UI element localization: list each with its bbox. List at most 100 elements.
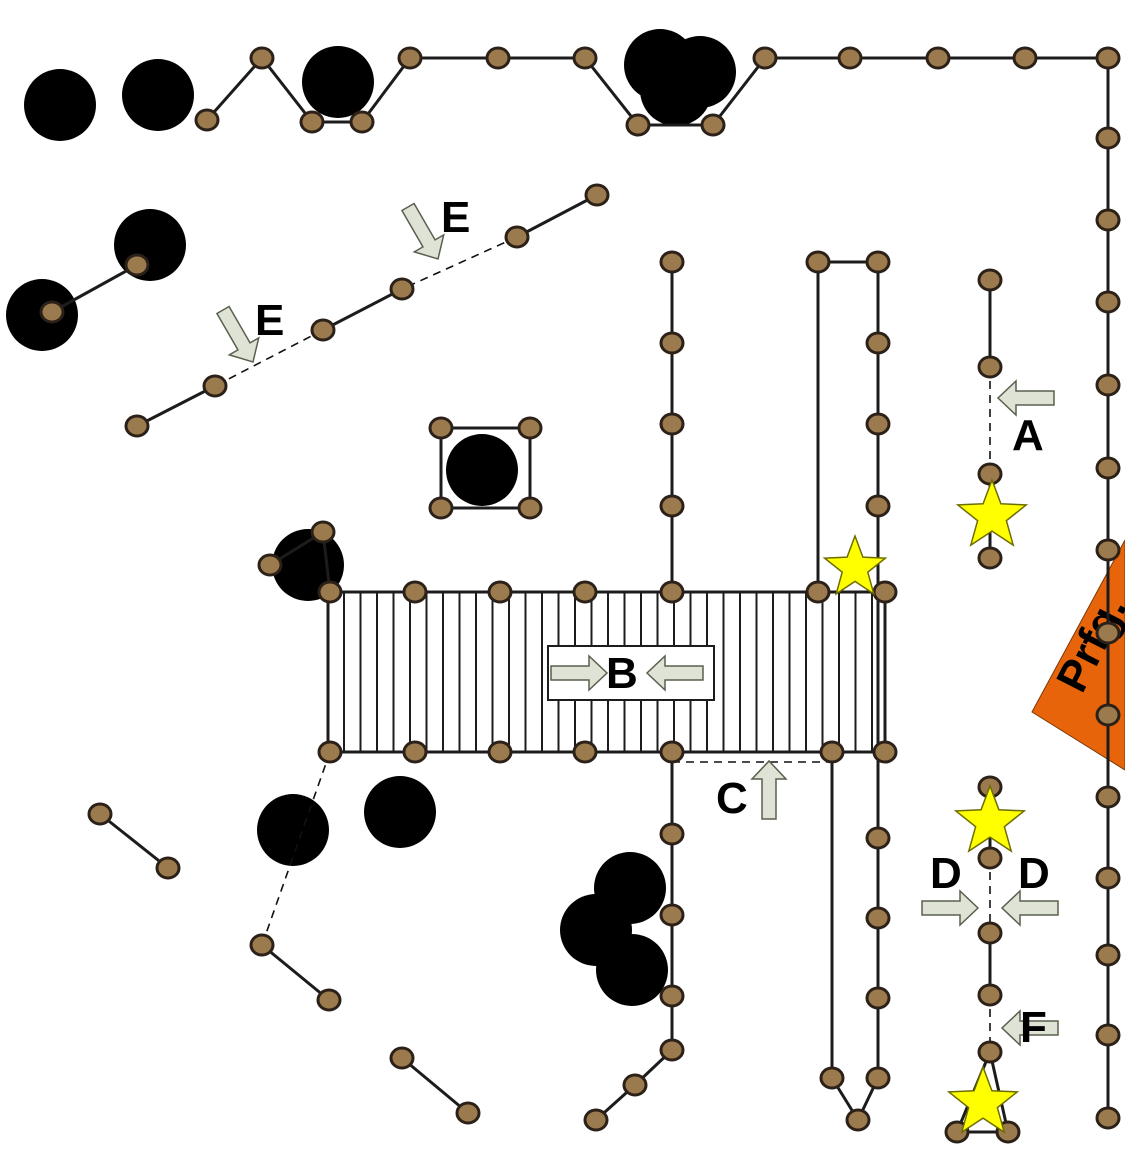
fence-post-icon — [317, 740, 343, 764]
fence-post-icon — [583, 1108, 609, 1132]
arrow-icon — [400, 202, 445, 260]
gap-line — [261, 751, 331, 946]
fence-post-icon — [249, 46, 275, 70]
fence-post-icon — [572, 580, 598, 604]
fence-post-icon — [700, 113, 726, 137]
fence-post-icon — [572, 46, 598, 70]
fence-post-icon — [572, 740, 598, 764]
star-icon — [955, 477, 1029, 547]
fence-post-icon — [317, 580, 343, 604]
fence-post-icon — [1095, 866, 1121, 890]
fence-post-icon — [865, 331, 891, 355]
fence-post-icon — [977, 846, 1003, 870]
fence-post-icon — [977, 546, 1003, 570]
fence-post-icon — [1095, 46, 1121, 70]
fence-line — [51, 263, 138, 314]
fence-post-icon — [845, 1108, 871, 1132]
fence-line — [594, 752, 674, 1122]
label-d-right: D — [1018, 849, 1050, 898]
fence-post-icon — [349, 110, 375, 134]
fence-post-icon — [865, 1066, 891, 1090]
fence-post-icon — [752, 46, 778, 70]
tree-icon — [596, 934, 668, 1006]
fence-post-icon — [805, 580, 831, 604]
fence-post-icon — [977, 1040, 1003, 1064]
fence-post-icon — [1095, 1106, 1121, 1130]
fence-post-icon — [1095, 290, 1121, 314]
label-a: A — [1012, 411, 1044, 460]
tree-icon — [302, 46, 374, 118]
fence-post-icon — [1095, 126, 1121, 150]
label-f: F — [1020, 1003, 1047, 1052]
label-e-upper: E — [441, 193, 470, 242]
fence-post-icon — [584, 183, 610, 207]
fence-post-icon — [389, 1046, 415, 1070]
fence-post-icon — [865, 826, 891, 850]
fence-post-icon — [819, 740, 845, 764]
fence-post-icon — [659, 903, 685, 927]
fence-post-icon — [124, 253, 150, 277]
fence-line — [205, 55, 1110, 1118]
fence-post-icon — [865, 906, 891, 930]
fence-post-icon — [1095, 538, 1121, 562]
fence-post-icon — [659, 494, 685, 518]
fence-post-icon — [659, 580, 685, 604]
fence-post-icon — [977, 462, 1003, 486]
fence-post-icon — [455, 1101, 481, 1125]
fence-post-icon — [865, 494, 891, 518]
fence-line — [401, 1056, 469, 1115]
fence-line — [261, 943, 330, 1002]
fence-post-icon — [389, 277, 415, 301]
arrows-group — [215, 202, 1059, 1047]
gap-lines — [214, 236, 991, 1052]
fence-line — [99, 812, 169, 870]
arrow-icon — [750, 759, 788, 820]
fence-post-icon — [397, 46, 423, 70]
fence-post-icon — [202, 374, 228, 398]
fence-post-icon — [257, 553, 283, 577]
gap-line — [214, 329, 324, 387]
fence-post-icon — [659, 412, 685, 436]
label-c: C — [716, 774, 748, 823]
tree-icon — [257, 794, 329, 866]
tree-icon — [24, 69, 96, 141]
fence-post-icon — [659, 331, 685, 355]
fence-post-icon — [428, 416, 454, 440]
tree-icon — [122, 59, 194, 131]
label-b: B — [606, 649, 638, 698]
fence-post-icon — [1095, 703, 1121, 727]
fence-post-icon — [659, 822, 685, 846]
fence-post-icon — [659, 250, 685, 274]
fence-posts — [39, 46, 1121, 1144]
arrow-icon — [1000, 889, 1059, 927]
fence-post-icon — [659, 1038, 685, 1062]
fence-post-icon — [194, 108, 220, 132]
fence-post-icon — [517, 496, 543, 520]
fence-line — [136, 384, 216, 428]
fence-post-icon — [805, 250, 831, 274]
fence-post-icon — [925, 46, 951, 70]
fence-post-icon — [310, 318, 336, 342]
fence-post-icon — [249, 933, 275, 957]
star-icon — [946, 1064, 1020, 1134]
fence-post-icon — [872, 740, 898, 764]
fence-post-icon — [1095, 785, 1121, 809]
fence-post-icon — [977, 983, 1003, 1007]
fence-post-icon — [485, 46, 511, 70]
tree-icon — [640, 54, 712, 126]
tree-icon — [446, 434, 518, 506]
fence-post-icon — [487, 740, 513, 764]
fence-post-icon — [87, 802, 113, 826]
label-e-lower: E — [255, 296, 284, 345]
arrow-icon — [996, 379, 1055, 417]
fence-post-icon — [622, 1073, 648, 1097]
fence-post-icon — [872, 580, 898, 604]
arrow-icon — [215, 305, 260, 363]
fence-post-icon — [1095, 456, 1121, 480]
fence-post-icon — [310, 520, 336, 544]
fence-post-icon — [316, 988, 342, 1012]
fence-post-icon — [837, 46, 863, 70]
stars-group — [822, 477, 1029, 1134]
fence-post-icon — [819, 1066, 845, 1090]
